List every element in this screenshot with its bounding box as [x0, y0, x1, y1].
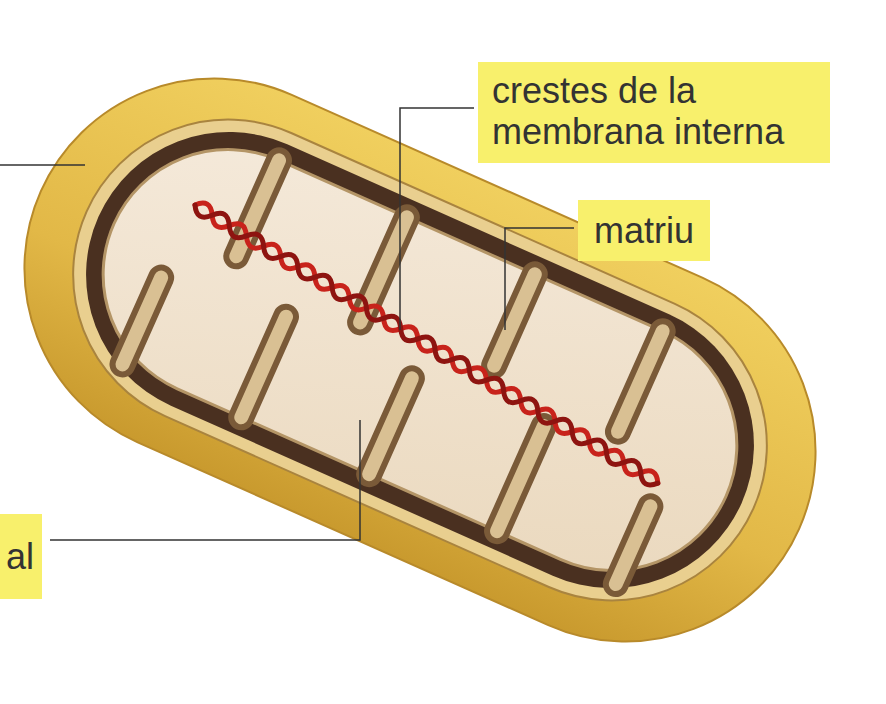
part-label: al	[0, 514, 42, 599]
part-label: crestes de la membrana interna	[478, 62, 830, 163]
part-label: matriu	[578, 200, 710, 261]
leader-lines	[0, 108, 574, 540]
